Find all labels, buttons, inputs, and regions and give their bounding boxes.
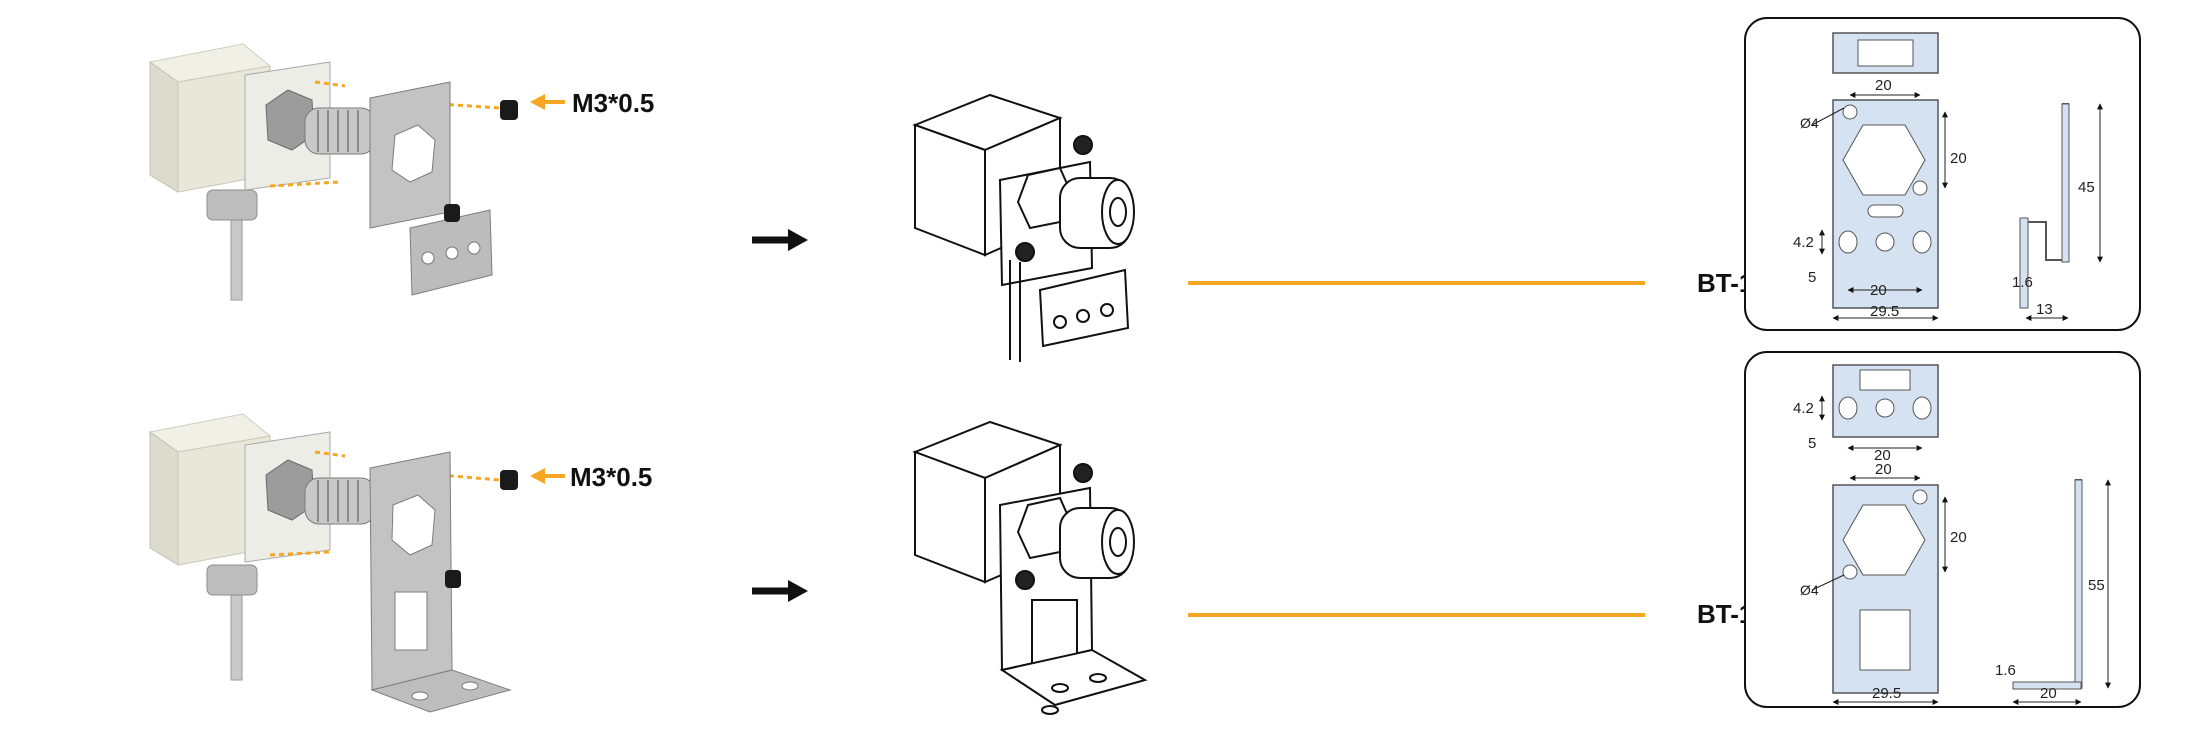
bt10-dim-thickness: 1.6: [2012, 274, 2033, 291]
bt11-dim-base-edge-offset: 5: [1808, 435, 1816, 452]
bottom-exploded-assembly: M3*0.5: [148, 413, 652, 713]
screw-icon: [444, 100, 518, 222]
top-exploded-assembly: M3*0.5: [148, 43, 654, 301]
bt11-dim-hole-spacing: 20: [1950, 529, 1967, 546]
bottom-assembled-lineart: [912, 420, 1148, 715]
arrow-right-icon: [752, 580, 808, 602]
bt10-dim-overall-width: 29.5: [1870, 303, 1899, 320]
top-assembled-lineart: [912, 93, 1135, 362]
screw-icon: [445, 470, 518, 588]
arrow-right-icon: [752, 229, 808, 251]
screw-label-top: M3*0.5: [572, 88, 654, 118]
bt11-dim-overall-width: 29.5: [1872, 685, 1901, 702]
screw-label-bottom: M3*0.5: [570, 462, 652, 492]
bt11-dimension-panel: 4.2 5 20 20 20 Ø4 55 1.6 29.5 20: [1744, 351, 2141, 708]
bt11-dim-base-spacing: 20: [1874, 447, 1891, 464]
bt10-dimension-panel: 20 Ø4 20 45 4.2 5 20 29.5 1.6 13: [1744, 17, 2141, 331]
bt10-dim-hole-dia: Ø4: [1800, 115, 1819, 131]
bt10-dim-slot-spacing: 20: [1870, 282, 1887, 299]
bt11-dim-base-slot-height: 4.2: [1793, 400, 1814, 417]
bt11-dim-side-height: 55: [2088, 577, 2105, 594]
bt11-dim-foot-length: 20: [2040, 685, 2057, 702]
bt10-dim-top-width: 20: [1875, 77, 1892, 94]
bt10-dim-side-height: 45: [2078, 179, 2095, 196]
bt10-dim-edge-offset: 5: [1808, 269, 1816, 286]
bt11-dim-hole-dia: Ø4: [1800, 582, 1819, 598]
bt10-dim-hole-spacing: 20: [1950, 150, 1967, 167]
bt10-dim-foot-length: 13: [2036, 301, 2053, 318]
bt11-dim-top-width: 20: [1875, 461, 1892, 478]
bt10-dim-slot-height: 4.2: [1793, 234, 1814, 251]
bt11-dim-thickness: 1.6: [1995, 662, 2016, 679]
